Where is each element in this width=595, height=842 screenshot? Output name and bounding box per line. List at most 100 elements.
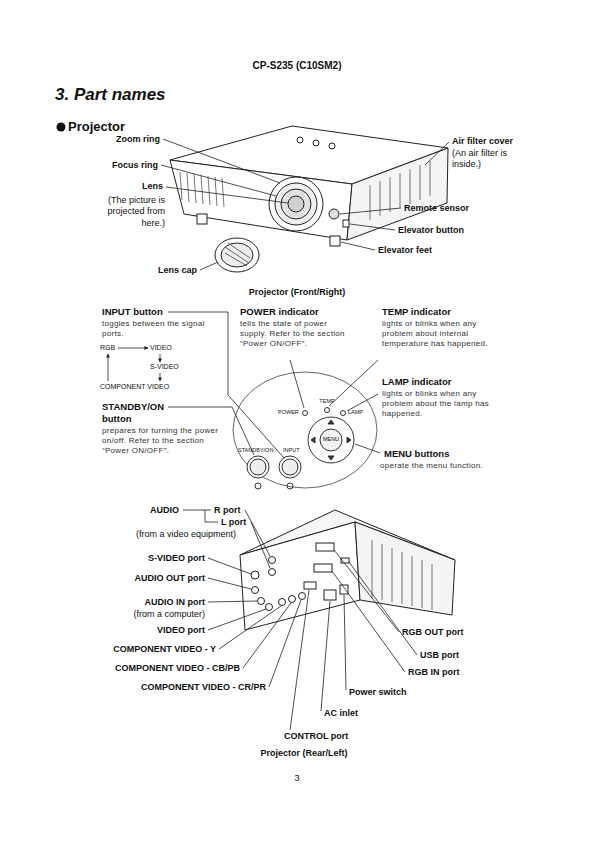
control-panel — [311, 420, 351, 460]
control-panel — [341, 411, 346, 416]
front-projector — [430, 161, 431, 196]
part-description: prepares for turning the power on/off. R… — [102, 426, 220, 456]
part-label: TEMP indicator — [382, 306, 451, 318]
control-panel — [279, 456, 301, 478]
rear-projector — [355, 522, 455, 615]
signal-name: COMPONENT VIDEO — [100, 383, 169, 392]
rear-projector — [279, 599, 286, 606]
front-projector — [197, 214, 207, 224]
control-panel — [287, 483, 293, 489]
rear-projector — [316, 543, 334, 551]
rear-projector — [258, 598, 265, 605]
part-label: Lens cap — [158, 265, 197, 276]
section-title: 3. Part names — [55, 84, 166, 105]
front-projector — [228, 243, 250, 258]
control-panel — [250, 459, 266, 475]
front-projector — [275, 183, 317, 225]
part-label: AUDIO — [150, 505, 179, 516]
front-projector — [180, 172, 182, 200]
rear-projector — [372, 540, 432, 610]
leader-line — [166, 187, 288, 203]
signal-name: RGB — [100, 344, 115, 353]
leader-line — [208, 558, 251, 574]
leader-line — [219, 606, 281, 649]
port-label: USB port — [420, 650, 459, 661]
part-note: (An air filter is inside.) — [452, 148, 534, 171]
part-label: Zoom ring — [116, 134, 160, 145]
signal-name: S-VIDEO — [150, 363, 179, 372]
front-projector — [390, 177, 391, 212]
front-projector — [400, 173, 401, 208]
front-projector — [170, 160, 352, 240]
rear-projector — [314, 564, 332, 572]
part-label: L port — [221, 517, 246, 528]
front-projector — [221, 243, 253, 267]
leader-line — [329, 360, 378, 406]
rear-projector — [269, 557, 276, 564]
rear-projector — [382, 544, 383, 600]
leader-line — [200, 262, 218, 270]
signal-arrow — [118, 348, 148, 349]
port-label: AUDIO OUT port — [135, 573, 206, 584]
leader-line — [290, 360, 304, 408]
rear-projector — [299, 593, 306, 600]
front-projector — [329, 209, 339, 219]
front-projector — [420, 165, 421, 200]
leader-line — [208, 578, 251, 589]
front-projector — [222, 178, 224, 207]
panel-marking: STANDBY/ON — [238, 447, 273, 454]
section-heading: Projector — [68, 119, 125, 135]
leader-line — [269, 600, 301, 687]
part-note: (from a computer) — [133, 609, 205, 620]
front-projector — [170, 126, 448, 272]
part-label: Remote sensor — [404, 203, 469, 214]
front-projector — [187, 173, 189, 202]
leader-line — [347, 394, 378, 411]
part-description: lights or blinks when any problem about … — [382, 389, 494, 419]
leader-line — [341, 242, 375, 250]
part-label: Elevator button — [398, 225, 464, 236]
panel-marking: POWER — [278, 409, 299, 416]
panel-marking: LAMP — [348, 409, 363, 416]
rear-projector — [340, 585, 348, 594]
bullet-dot — [57, 123, 66, 132]
part-label: Lens — [142, 181, 163, 192]
leader-line — [251, 522, 270, 568]
front-projector — [288, 196, 304, 212]
part-note: (The picture is projected from here.) — [93, 195, 165, 229]
control-panel — [233, 372, 377, 488]
part-description: lights or blinks when any problem about … — [382, 319, 494, 349]
control-panel — [255, 483, 261, 489]
rear-projector — [266, 604, 273, 611]
figure-caption: Projector (Front/Right) — [249, 287, 346, 298]
front-projector — [297, 137, 303, 143]
part-label: Focus ring — [112, 160, 158, 171]
control-panel — [233, 372, 377, 489]
front-projector — [208, 176, 210, 205]
figure-caption: Projector (Rear/Left) — [260, 748, 347, 759]
front-projector — [329, 143, 335, 149]
part-label: STANDBY/ON button — [102, 401, 182, 425]
part-label: Elevator feet — [378, 245, 432, 256]
leader-line — [163, 139, 280, 183]
front-projector — [410, 169, 411, 204]
front-projector — [370, 185, 371, 220]
part-label: LAMP indicator — [382, 376, 452, 388]
leader-line — [208, 609, 266, 630]
signal-arrow — [160, 373, 161, 381]
port-label: COMPONENT VIDEO - CB/PB — [115, 663, 240, 674]
port-label: RGB OUT port — [402, 627, 464, 638]
port-label: RGB IN port — [408, 667, 460, 678]
front-projector — [269, 177, 323, 231]
rear-projector — [402, 552, 403, 604]
panel-marking: MENU — [323, 436, 339, 443]
front-projector — [313, 140, 319, 146]
front-projector — [215, 238, 259, 272]
rear-projector — [432, 564, 433, 610]
rear-projector — [392, 548, 393, 602]
panel-marking: INPUT — [283, 447, 300, 454]
signal-arrow — [160, 354, 161, 362]
leader-line — [332, 571, 405, 672]
header-text: CP-S235 (C10SM2) — [253, 60, 342, 73]
port-label: AC inlet — [324, 708, 358, 719]
